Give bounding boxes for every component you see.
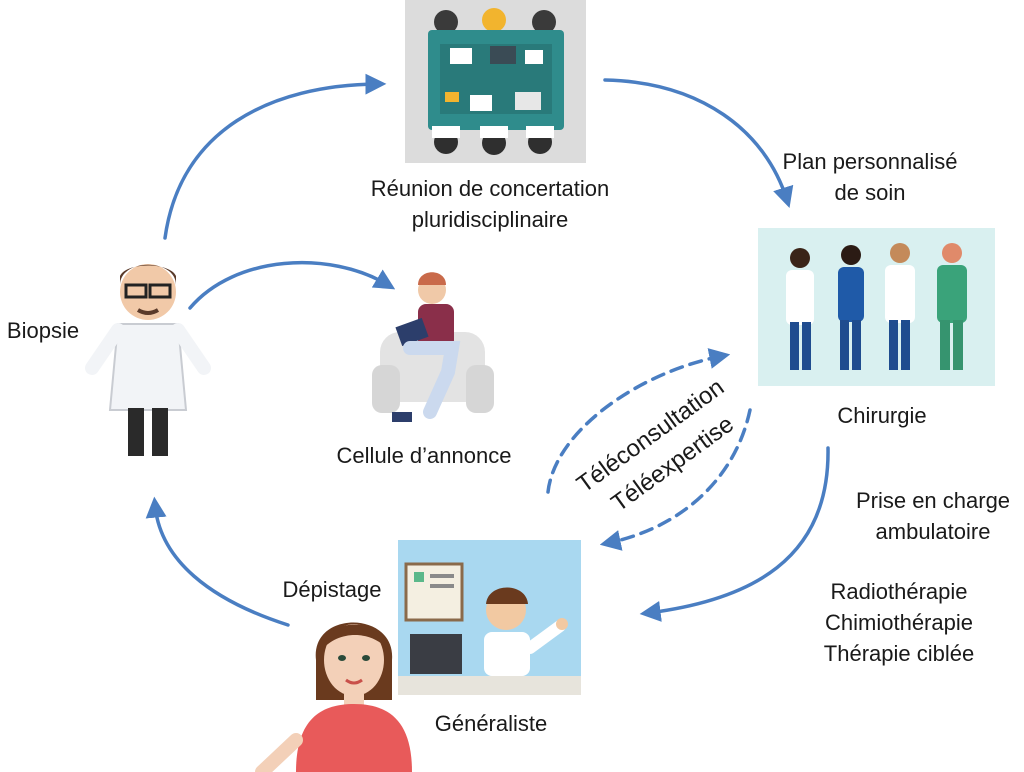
depistage-label: Dépistage	[282, 577, 382, 602]
chirurgie-label: Chirurgie	[837, 403, 927, 428]
prise-label-line-2: ambulatoire	[875, 519, 991, 544]
cycle-arrows	[145, 73, 830, 627]
arrow-rcp-to-plan	[603, 78, 794, 209]
generaliste-label: Généraliste	[434, 711, 548, 736]
patient-in-armchair-illustration	[372, 272, 494, 422]
arrow-biopsie-to-cellule	[188, 260, 396, 310]
doctor-illustration	[85, 264, 211, 456]
arrow-tele-down	[599, 408, 752, 551]
meeting-table-illustration	[405, 0, 586, 163]
rcp-label-line-1: Réunion de concertation	[370, 176, 610, 201]
prise-label-line-1: Prise en charge	[855, 488, 1011, 513]
general-practitioner-office-illustration	[398, 540, 581, 695]
rcp-label-line-2: pluridisciplinaire	[411, 207, 569, 232]
woman-patient-illustration	[255, 622, 412, 772]
plan-label-line-1: Plan personnalisé	[782, 149, 958, 174]
traitement-therapie-ciblee: Thérapie ciblée	[823, 641, 975, 666]
traitement-chimiotherapie: Chimiothérapie	[825, 610, 973, 635]
prise-en-charge-label: Prise en charge ambulatoire	[842, 485, 1024, 547]
traitement-radiotherapie: Radiothérapie	[830, 579, 968, 604]
arrow-biopsie-to-rcp	[163, 73, 387, 240]
arrow-tele-up	[546, 348, 731, 494]
medical-team-illustration	[758, 228, 995, 386]
traitements-label: Radiothérapie Chimiothérapie Thérapie ci…	[806, 576, 992, 669]
biopsie-label: Biopsie	[6, 318, 80, 343]
rcp-label: Réunion de concertation pluridisciplinai…	[340, 173, 640, 235]
cellule-annonce-label: Cellule d’annonce	[336, 443, 512, 468]
arrow-chirurgie-to-ambulatoire	[639, 446, 830, 622]
plan-personnalise-label: Plan personnalisé de soin	[765, 146, 975, 208]
arrow-depistage-to-biopsie	[145, 496, 290, 627]
plan-label-line-2: de soin	[834, 180, 906, 205]
